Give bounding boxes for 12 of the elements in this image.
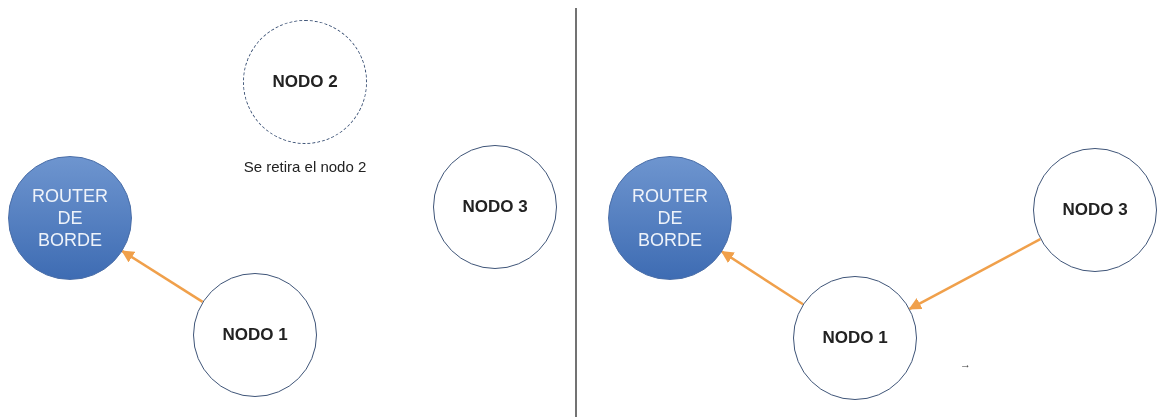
arrow bbox=[908, 238, 1041, 310]
node-label: NODO 1 bbox=[822, 328, 888, 348]
node-label: NODO 2 bbox=[272, 72, 338, 92]
note-text: → bbox=[960, 358, 971, 370]
node-label: ROUTER DE BORDE bbox=[31, 185, 109, 251]
node-label: ROUTER DE BORDE bbox=[631, 185, 709, 251]
arrow bbox=[121, 250, 204, 303]
node-label: NODO 3 bbox=[462, 197, 528, 217]
arrow bbox=[720, 250, 804, 306]
node-caption: Se retira el nodo 2 bbox=[243, 158, 367, 175]
node-label: NODO 3 bbox=[1062, 200, 1128, 220]
node-label: NODO 1 bbox=[222, 325, 288, 345]
